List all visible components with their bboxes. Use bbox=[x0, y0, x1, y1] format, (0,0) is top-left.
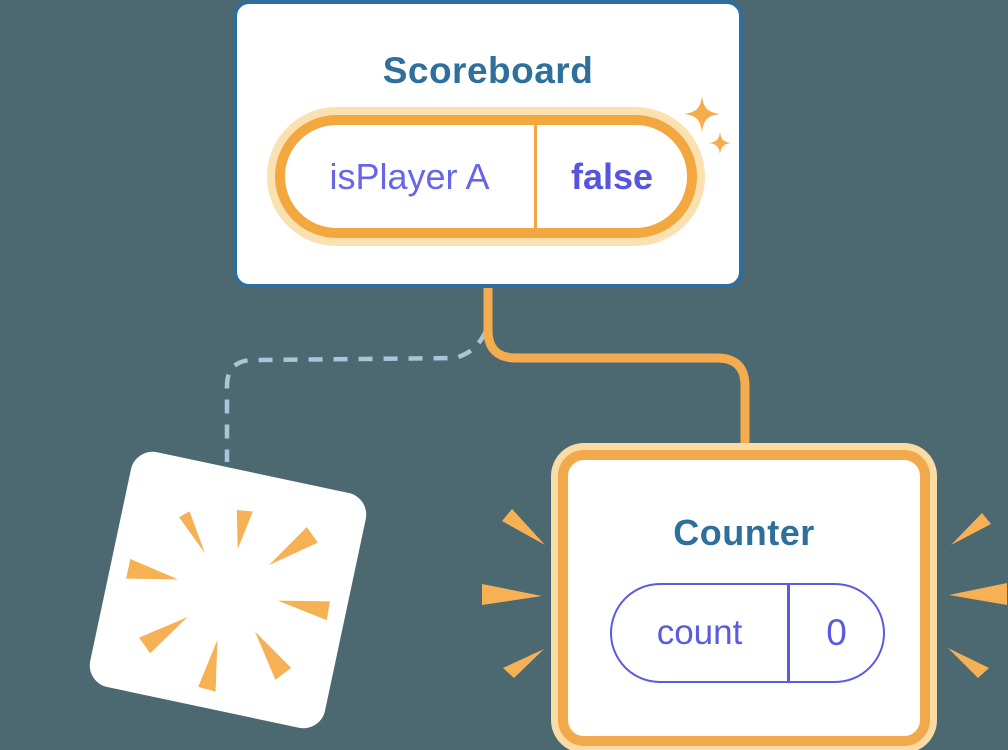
pill-divider bbox=[787, 585, 790, 681]
count-value-label: 0 bbox=[826, 612, 847, 653]
connector-line-active bbox=[483, 284, 750, 465]
pill-divider bbox=[534, 125, 537, 228]
scoreboard-component-card: Scoreboard isPlayer A false bbox=[233, 0, 743, 288]
burst-icon bbox=[126, 510, 330, 692]
counter-title: Counter bbox=[673, 512, 815, 553]
sparkle-icon bbox=[684, 96, 732, 155]
state-value-label: false bbox=[570, 155, 654, 197]
scoreboard-state-pill: isPlayer A false bbox=[275, 115, 697, 238]
connector-line-destroyed bbox=[224, 330, 489, 462]
scoreboard-title: Scoreboard bbox=[382, 50, 594, 91]
count-key-label: count bbox=[656, 613, 743, 652]
counter-component-card: Counter count 0 bbox=[558, 450, 930, 746]
counter-state-pill: count 0 bbox=[610, 583, 885, 683]
destroyed-component-card bbox=[85, 447, 371, 733]
state-key-label: isPlayer A bbox=[329, 155, 490, 197]
emphasis-rays-icon bbox=[482, 509, 1007, 678]
